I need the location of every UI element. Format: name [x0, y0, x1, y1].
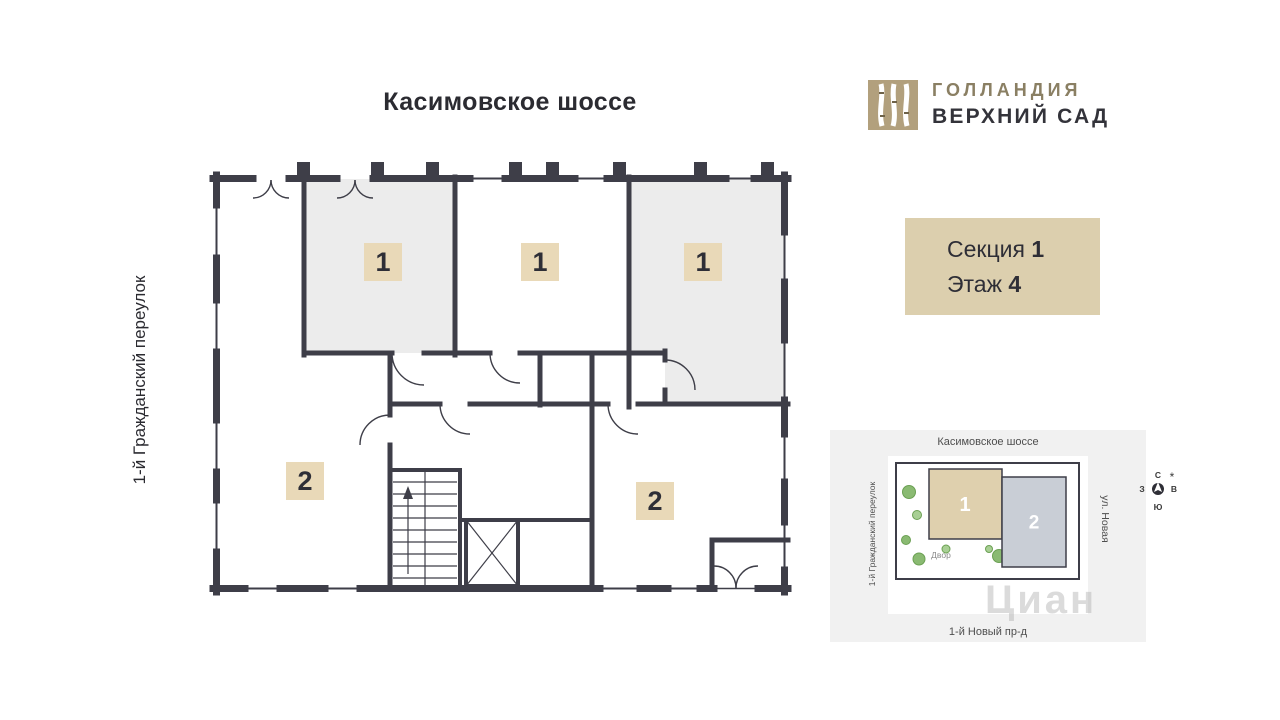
staircase — [388, 468, 462, 590]
watermark: Циан — [985, 578, 1098, 622]
street-label-left: 1-й Гражданский переулок — [130, 275, 149, 485]
apartment-badge-1c[interactable]: 1 — [684, 243, 722, 281]
site-boundary — [895, 462, 1080, 580]
floor-line: Этаж 4 — [947, 271, 1100, 298]
section-line: Секция 1 — [947, 236, 1100, 263]
shaded-rooms — [304, 179, 785, 404]
section-floor-card: Секция 1 Этаж 4 — [905, 218, 1100, 315]
apartment-badge-2a[interactable]: 2 — [286, 462, 324, 500]
stairs-direction-arrow — [403, 486, 413, 499]
minimap-section-2-block[interactable] — [1001, 476, 1067, 568]
windows — [215, 177, 786, 590]
compass-west-label: З — [1139, 484, 1144, 494]
minimap-street-left: 1-й Гражданский переулок — [867, 481, 877, 587]
logo-title: ГОЛЛАНДИЯ — [932, 80, 1082, 100]
compass-north-label: С — [1155, 470, 1161, 480]
minimap-street-top: Касимовское шоссе — [937, 436, 1039, 448]
minimap-section-2-number: 2 — [1029, 513, 1040, 534]
minimap-section-1-number: 1 — [959, 494, 970, 516]
door-arcs — [252, 179, 759, 589]
compass-star-icon: * — [1170, 470, 1175, 484]
interior-walls — [301, 174, 791, 591]
compass-east-label: В — [1171, 484, 1177, 494]
birch-trees-icon — [868, 80, 918, 130]
logo-text: ГОЛЛАНДИЯ ВЕРХНИЙ САД — [932, 80, 1109, 129]
section-value: 1 — [1031, 235, 1045, 262]
compass-needle-icon — [1154, 482, 1162, 492]
courtyard-label: Двор — [931, 550, 951, 560]
exterior-walls — [209, 171, 792, 596]
apartment-badge-2b[interactable]: 2 — [636, 482, 674, 520]
compass-south-label: Ю — [1154, 502, 1163, 512]
logo: ГОЛЛАНДИЯ ВЕРХНИЙ САД — [868, 80, 1109, 130]
apartment-badge-1a[interactable]: 1 — [364, 243, 402, 281]
minimap-section-1-block[interactable] — [928, 468, 1003, 540]
elevator-shaft — [460, 518, 592, 588]
street-label-top: Касимовское шоссе — [383, 88, 637, 116]
logo-subtitle: ВЕРХНИЙ САД — [932, 105, 1110, 128]
facade-piers — [297, 162, 774, 179]
minimap-street-right: ул. Новая — [1099, 495, 1111, 543]
minimap: 1 2 Двор — [830, 430, 1146, 642]
floor-label: Этаж — [947, 270, 1002, 297]
apartment-badge-1b[interactable]: 1 — [521, 243, 559, 281]
floor-value: 4 — [1008, 270, 1022, 297]
minimap-street-bottom: 1-й Новый пр-д — [948, 626, 1028, 638]
section-label: Секция — [947, 235, 1025, 262]
compass-icon: С В Ю З * — [1139, 470, 1177, 512]
